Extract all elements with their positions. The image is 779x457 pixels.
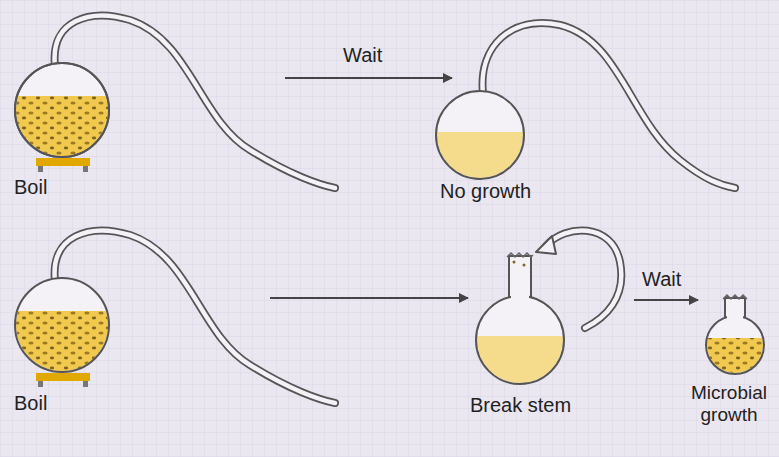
arrow — [270, 297, 468, 299]
flask-label: Wait — [343, 44, 382, 66]
flask-broken-stem — [470, 230, 621, 396]
flask-microbial-growth — [700, 295, 770, 378]
flask-label: No growth — [440, 180, 531, 202]
flask-label: Wait — [642, 268, 681, 290]
flask-label: Boil — [14, 392, 47, 414]
flask-boil-top — [10, 16, 335, 188]
flask-boil-bottom — [10, 231, 335, 403]
wait-arrow — [634, 299, 698, 301]
flask-no-growth — [430, 23, 735, 192]
flask-label: Boil — [14, 176, 47, 198]
flask-label: Microbial growth — [684, 382, 774, 426]
flask-label: Break stem — [470, 394, 571, 416]
wait-arrow — [285, 77, 452, 79]
